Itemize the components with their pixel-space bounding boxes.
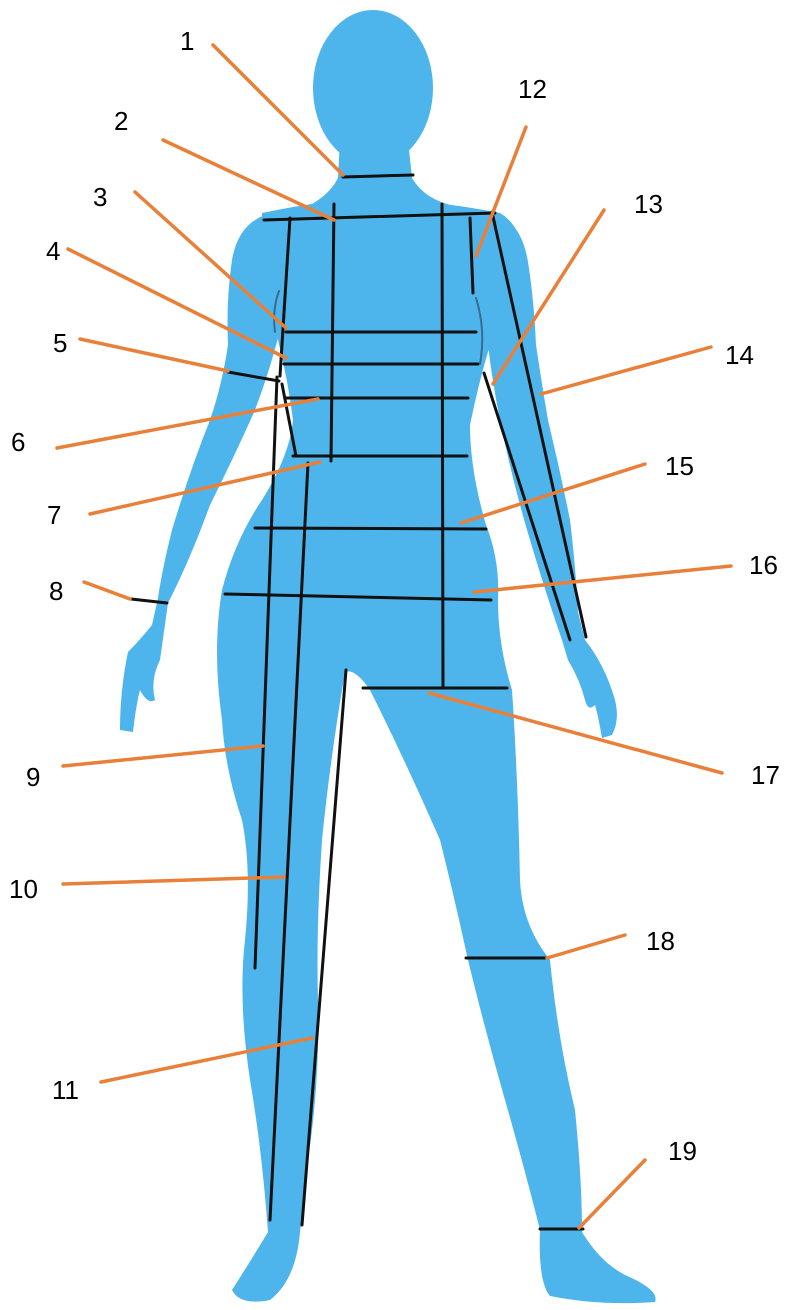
label-6: 6 xyxy=(11,427,25,457)
label-18: 18 xyxy=(646,926,675,956)
label-15: 15 xyxy=(665,451,694,481)
leader-16 xyxy=(474,566,731,592)
label-9: 9 xyxy=(26,762,40,792)
label-19: 19 xyxy=(668,1136,697,1166)
leader-18 xyxy=(547,935,625,958)
leader-19 xyxy=(579,1160,645,1228)
label-13: 13 xyxy=(634,189,663,219)
label-4: 4 xyxy=(46,236,60,266)
label-5: 5 xyxy=(53,328,67,358)
label-3: 3 xyxy=(93,182,107,212)
label-12: 12 xyxy=(518,74,547,104)
leader-8 xyxy=(84,582,130,599)
leader-2 xyxy=(163,140,334,220)
center-front-line xyxy=(442,204,443,688)
label-7: 7 xyxy=(47,500,61,530)
label-2: 2 xyxy=(114,106,128,136)
label-10: 10 xyxy=(9,874,38,904)
leader-14 xyxy=(541,347,711,394)
body-silhouette xyxy=(120,10,656,1303)
label-11: 11 xyxy=(52,1075,79,1105)
label-17: 17 xyxy=(751,760,780,790)
neck-circumference-line xyxy=(343,175,413,177)
leader-6 xyxy=(57,399,318,448)
leader-5 xyxy=(80,339,228,371)
high-hip-line xyxy=(255,528,486,529)
label-14: 14 xyxy=(725,340,754,370)
label-8: 8 xyxy=(49,576,63,606)
label-1: 1 xyxy=(180,26,194,56)
label-16: 16 xyxy=(749,550,778,580)
